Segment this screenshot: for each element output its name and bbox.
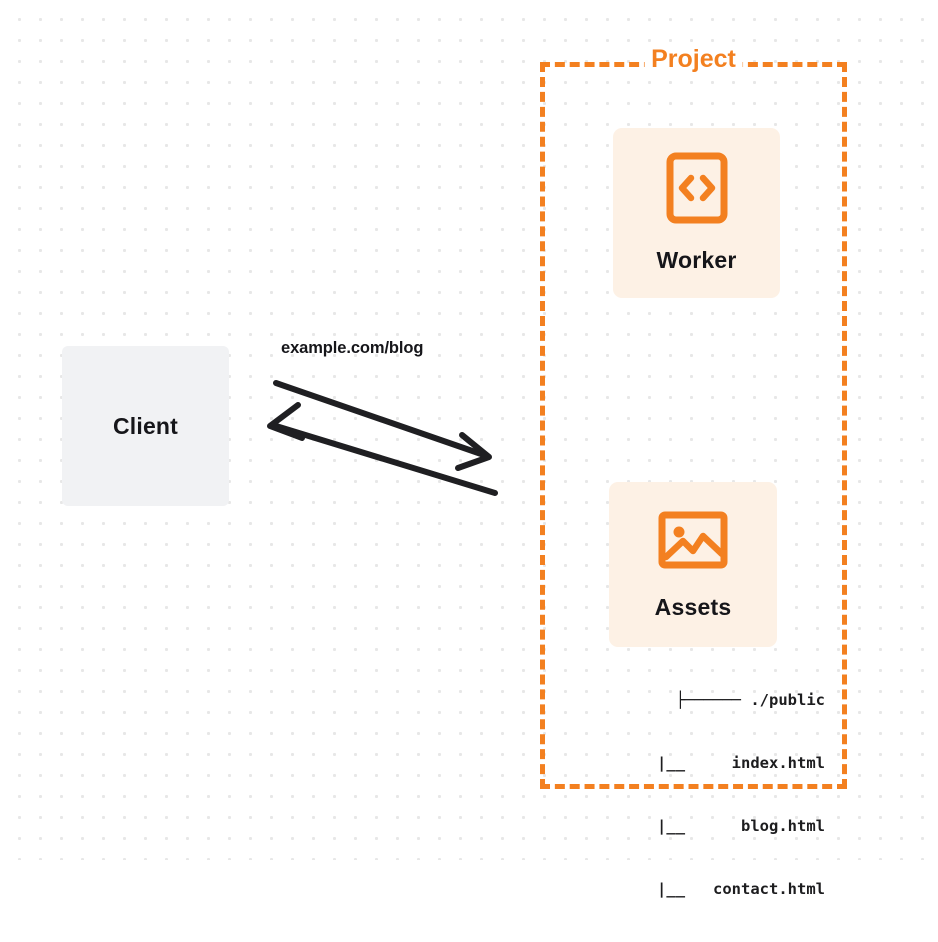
file-tree-row: |__ index.html bbox=[629, 754, 825, 772]
file-tree-row: ├────── ./public bbox=[675, 691, 825, 709]
assets-node[interactable]: Assets bbox=[609, 482, 777, 647]
bidirectional-arrow-group bbox=[267, 380, 498, 496]
worker-node-label: Worker bbox=[656, 247, 737, 273]
client-node[interactable]: Client bbox=[62, 346, 229, 506]
request-url-label: example.com/blog bbox=[281, 339, 424, 357]
request-arrow-right bbox=[273, 380, 492, 471]
project-container: Project Worker Assets bbox=[540, 45, 847, 898]
file-tree-row: |__ contact.html bbox=[629, 880, 825, 898]
project-title: Project bbox=[644, 45, 743, 74]
assets-node-label: Assets bbox=[654, 593, 732, 620]
image-icon bbox=[658, 509, 728, 576]
diagram-canvas: Client example.com/blog Project bbox=[0, 0, 938, 898]
client-project-connector bbox=[250, 325, 520, 515]
worker-node[interactable]: Worker bbox=[613, 128, 780, 298]
assets-file-tree: ├────── ./public |__ index.html |__ blog… bbox=[580, 648, 830, 942]
client-node-label: Client bbox=[112, 412, 179, 439]
response-arrow-left bbox=[267, 402, 498, 496]
file-tree-row: |__ blog.html bbox=[629, 817, 825, 835]
code-file-icon bbox=[666, 152, 728, 229]
